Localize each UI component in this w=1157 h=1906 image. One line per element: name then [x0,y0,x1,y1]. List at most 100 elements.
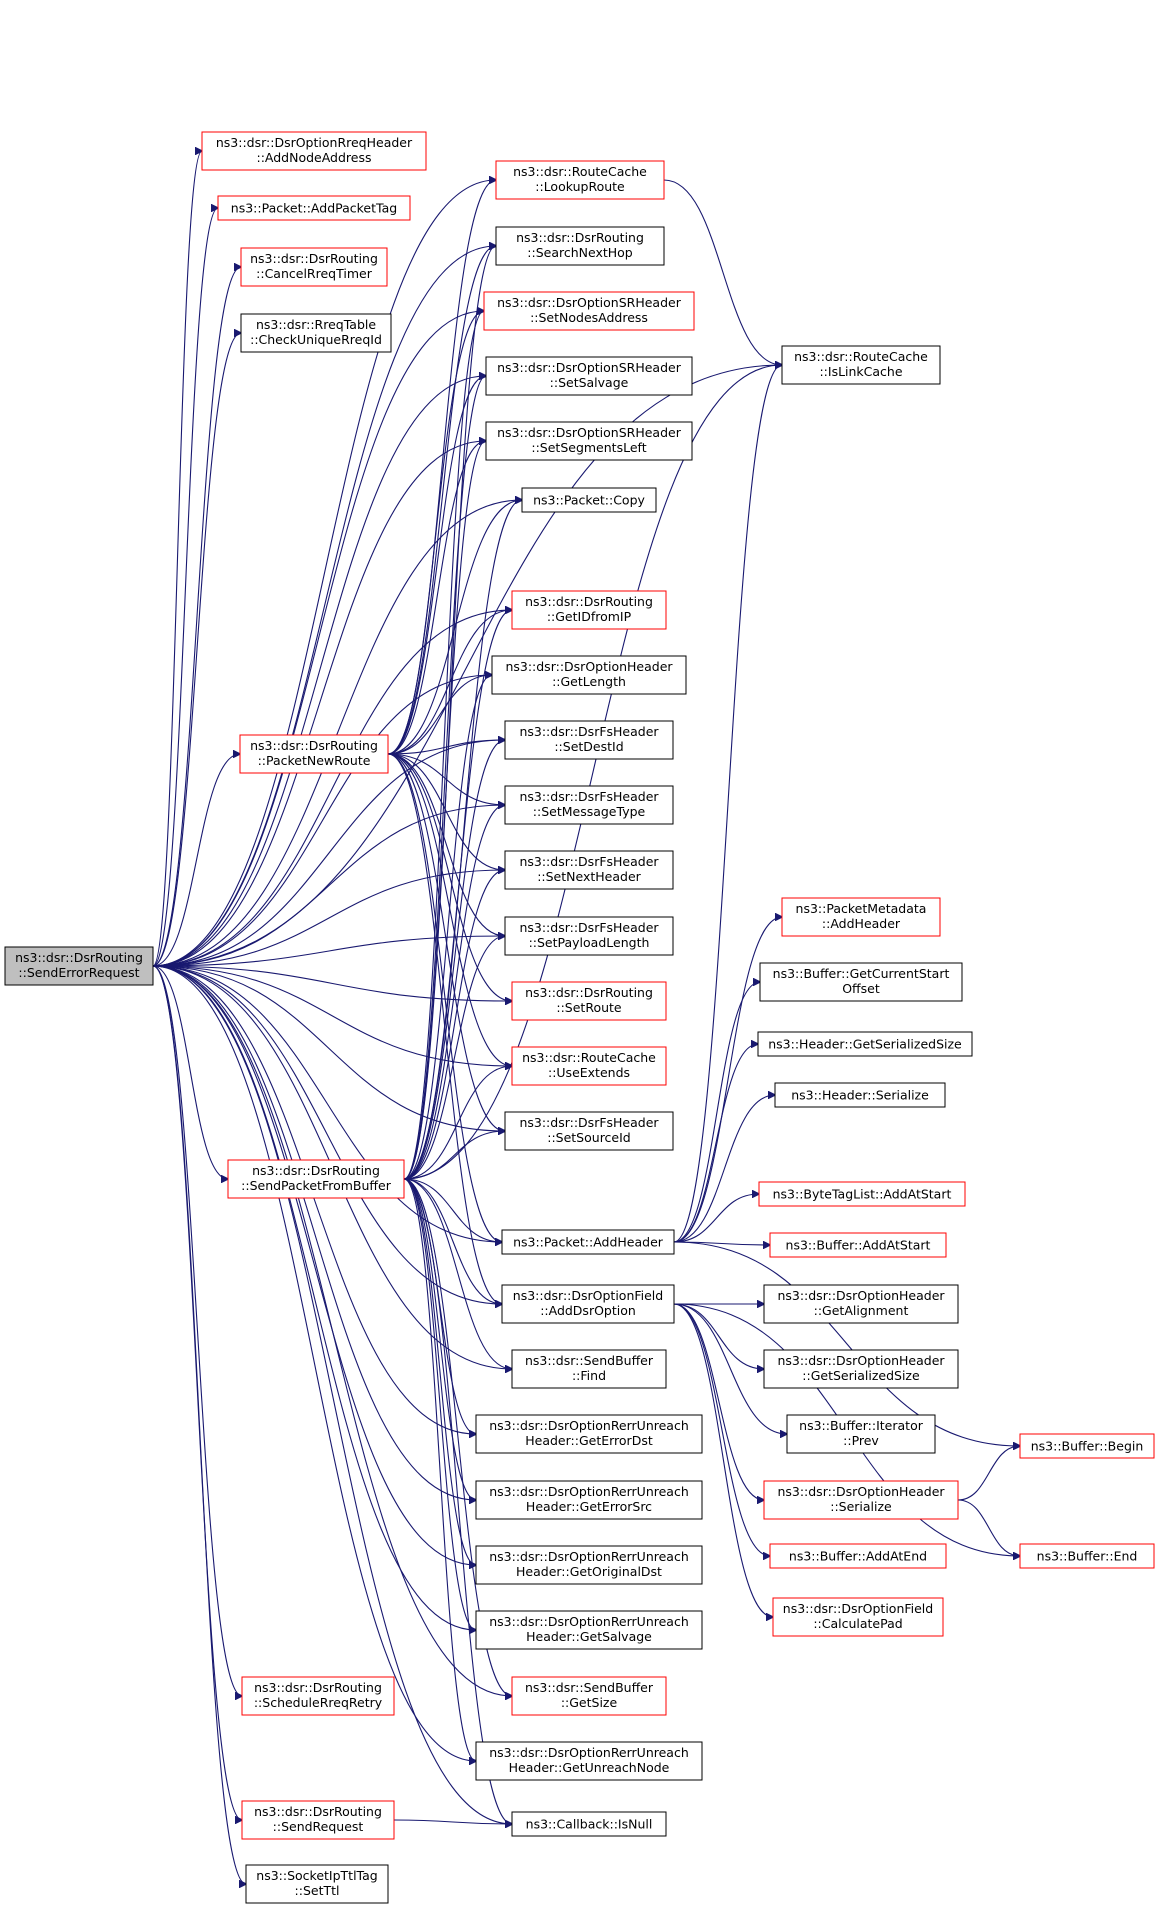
node-getLength[interactable]: ns3::dsr::DsrOptionHeader::GetLength [491,655,687,695]
node-addDsrOption[interactable]: ns3::dsr::DsrOptionField::AddDsrOption [501,1284,675,1324]
node-callbackIsNull[interactable]: ns3::Callback::IsNull [511,1811,667,1837]
edge-root-to-setSourceId [152,965,505,1131]
node-label-line2: ::AddNodeAddress [256,150,371,165]
node-setPayloadLength[interactable]: ns3::dsr::DsrFsHeader::SetPayloadLength [504,916,674,956]
node-useExtends[interactable]: ns3::dsr::RouteCache::UseExtends [511,1046,667,1086]
nodes-layer: ns3::dsr::DsrRouting::SendErrorRequestns… [4,131,1155,1904]
node-headerSerialize[interactable]: ns3::Header::Serialize [774,1082,946,1108]
node-sendPacketFromBuffer[interactable]: ns3::dsr::DsrRouting::SendPacketFromBuff… [227,1159,405,1199]
edge-addDsrOption-to-optHdrSerialize [673,1303,764,1500]
edge-root-to-getErrorSrc [152,965,476,1500]
node-setSourceId[interactable]: ns3::dsr::DsrFsHeader::SetSourceId [504,1111,674,1151]
node-setDestId[interactable]: ns3::dsr::DsrFsHeader::SetDestId [504,720,674,760]
node-byteTagAddAtStart[interactable]: ns3::ByteTagList::AddAtStart [758,1181,966,1207]
node-label-line1: ns3::Header::Serialize [791,1088,929,1103]
node-getErrorDst[interactable]: ns3::dsr::DsrOptionRerrUnreachHeader::Ge… [475,1414,703,1454]
node-label-line1: ns3::dsr::DsrOptionField [783,1601,933,1616]
node-getErrorSrc[interactable]: ns3::dsr::DsrOptionRerrUnreachHeader::Ge… [475,1480,703,1520]
node-scheduleRreq[interactable]: ns3::dsr::DsrRouting::ScheduleRreqRetry [241,1676,395,1716]
node-box [495,160,665,200]
node-metaAddHeader[interactable]: ns3::PacketMetadata::AddHeader [781,897,941,937]
node-getSalvage[interactable]: ns3::dsr::DsrOptionRerrUnreachHeader::Ge… [475,1610,703,1650]
node-label-line2: ::CheckUniqueRreqId [250,332,382,347]
edge-root-to-getOriginalDst [152,965,476,1565]
node-bufBegin[interactable]: ns3::Buffer::Begin [1019,1433,1155,1459]
node-cancelRreq[interactable]: ns3::dsr::DsrRouting::CancelRreqTimer [240,247,388,287]
node-optHdrGetSerSize[interactable]: ns3::dsr::DsrOptionHeader::GetSerialized… [763,1349,959,1389]
node-label-line1: ns3::dsr::DsrOptionRerrUnreach [489,1418,689,1433]
node-box [239,734,389,774]
node-label-line2: ::Prev [843,1433,879,1448]
node-isLinkCache[interactable]: ns3::dsr::RouteCache::IsLinkCache [781,345,941,385]
node-sendRequest[interactable]: ns3::dsr::DsrRouting::SendRequest [241,1800,395,1840]
node-label-line2: ::SendPacketFromBuffer [241,1178,392,1193]
node-label-line2: ::GetSerializedSize [802,1368,920,1383]
node-getOriginalDst[interactable]: ns3::dsr::DsrOptionRerrUnreachHeader::Ge… [475,1545,703,1585]
node-box [504,850,674,890]
node-label-line2: ::PacketNewRoute [258,753,371,768]
node-setSalvage[interactable]: ns3::dsr::DsrOptionSRHeader::SetSalvage [485,356,693,396]
node-setNodesAddress[interactable]: ns3::dsr::DsrOptionSRHeader::SetNodesAdd… [483,291,695,331]
node-setSegmentsLeft[interactable]: ns3::dsr::DsrOptionSRHeader::SetSegments… [485,421,693,461]
node-box [504,916,674,956]
node-setMessageType[interactable]: ns3::dsr::DsrFsHeader::SetMessageType [504,785,674,825]
node-setNextHeader[interactable]: ns3::dsr::DsrFsHeader::SetNextHeader [504,850,674,890]
node-label-line2: ::AddDsrOption [540,1303,636,1318]
node-getUnreachNode[interactable]: ns3::dsr::DsrOptionRerrUnreachHeader::Ge… [475,1741,703,1781]
node-label-line2: ::LookupRoute [535,179,625,194]
node-optHdrSerialize[interactable]: ns3::dsr::DsrOptionHeader::Serialize [763,1480,959,1520]
edge-sendRequest-to-callbackIsNull [393,1819,512,1824]
node-setTtl[interactable]: ns3::SocketIpTtlTag::SetTtl [245,1864,389,1904]
node-bufEnd[interactable]: ns3::Buffer::End [1019,1543,1155,1569]
edge-sendPacketFromBuffer-to-setMessageType [403,805,505,1180]
node-bufAddAtEnd[interactable]: ns3::Buffer::AddAtEnd [769,1543,947,1569]
node-box [495,226,665,266]
node-label-line1: ns3::dsr::RreqTable [256,317,376,332]
edge-packetNewRoute-to-setNodesAddress [387,311,484,755]
node-box [504,720,674,760]
node-box [521,487,657,513]
node-label-line1: ns3::Header::GetSerializedSize [768,1037,962,1052]
edge-sendPacketFromBuffer-to-addDsrOption [403,1178,502,1304]
edge-root-to-setRoute [152,965,512,1001]
node-headerGetSerSize[interactable]: ns3::Header::GetSerializedSize [757,1031,973,1057]
node-sendBufferFind[interactable]: ns3::dsr::SendBuffer::Find [511,1349,667,1389]
node-optHdrGetAlign[interactable]: ns3::dsr::DsrOptionHeader::GetAlignment [763,1284,959,1324]
node-addPacketTag[interactable]: ns3::Packet::AddPacketTag [217,195,411,221]
node-checkUnique[interactable]: ns3::dsr::RreqTable::CheckUniqueRreqId [240,313,392,353]
node-setRoute[interactable]: ns3::dsr::DsrRouting::SetRoute [511,981,667,1021]
edge-sendPacketFromBuffer-to-getErrorSrc [403,1178,476,1500]
node-box [240,247,388,287]
node-rreqAddNode[interactable]: ns3::dsr::DsrOptionRreqHeader::AddNodeAd… [201,131,427,171]
node-box [511,1676,667,1716]
node-sendBufferGetSize[interactable]: ns3::dsr::SendBuffer::GetSize [511,1676,667,1716]
edge-sendPacketFromBuffer-to-getOriginalDst [403,1178,476,1565]
edge-sendPacketFromBuffer-to-getLength [403,675,492,1180]
node-searchNextHop[interactable]: ns3::dsr::DsrRouting::SearchNextHop [495,226,665,266]
edge-packetNewRoute-to-setNextHeader [387,753,505,870]
node-getIDfromIP[interactable]: ns3::dsr::DsrRouting::GetIDfromIP [511,590,667,630]
node-label-line2: Header::GetOriginalDst [516,1564,662,1579]
node-packetCopy[interactable]: ns3::Packet::Copy [521,487,657,513]
node-box [763,1349,959,1389]
node-bufIterPrev[interactable]: ns3::Buffer::Iterator::Prev [786,1414,936,1454]
node-packetAddHeader[interactable]: ns3::Packet::AddHeader [501,1229,675,1255]
node-packetNewRoute[interactable]: ns3::dsr::DsrRouting::PacketNewRoute [239,734,389,774]
node-label-line2: ::SetNodesAddress [530,310,648,325]
node-box [511,1811,667,1837]
node-bufAddAtStart[interactable]: ns3::Buffer::AddAtStart [769,1232,947,1258]
node-calculatePad[interactable]: ns3::dsr::DsrOptionField::CalculatePad [772,1597,944,1637]
node-label-line1: ns3::dsr::DsrOptionHeader [777,1288,945,1303]
node-root[interactable]: ns3::dsr::DsrRouting::SendErrorRequest [4,946,154,986]
node-box [511,1046,667,1086]
node-label-line1: ns3::dsr::RouteCache [794,349,928,364]
node-box [769,1543,947,1569]
node-lookupRoute[interactable]: ns3::dsr::RouteCache::LookupRoute [495,160,665,200]
node-box [786,1414,936,1454]
node-label-line2: ::Serialize [830,1499,892,1514]
edge-sendPacketFromBuffer-to-getUnreachNode [403,1178,476,1761]
node-label-line1: ns3::dsr::DsrRouting [525,594,653,609]
edge-root-to-lookupRoute [152,180,496,967]
edge-packetAddHeader-to-byteTagAddAtStart [673,1194,759,1243]
